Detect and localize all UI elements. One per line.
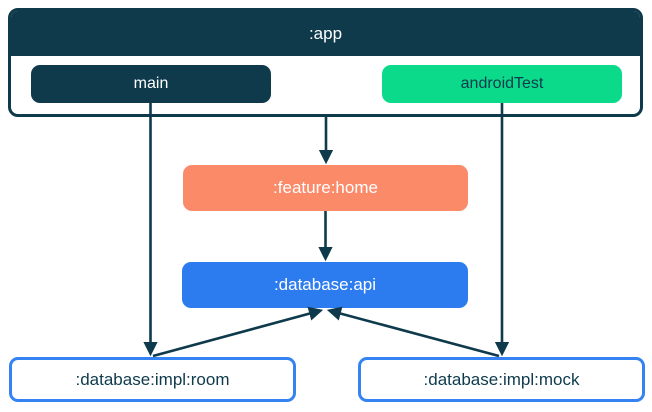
node-database-impl-room: :database:impl:room (9, 357, 296, 402)
node-app: :app main androidTest (8, 8, 643, 117)
edge-database-impl-room-to-database-api (152, 306, 324, 358)
node-database-impl-mock: :database:impl:mock (358, 357, 645, 402)
node-database-api: :database:api (182, 262, 468, 308)
node-main-source-set: main (31, 65, 271, 103)
node-androidtest-source-set: androidTest (382, 65, 622, 103)
node-feature-home: :feature:home (183, 165, 468, 211)
node-app-label: :app (11, 11, 640, 56)
edge-database-impl-mock-to-database-api (326, 306, 500, 358)
